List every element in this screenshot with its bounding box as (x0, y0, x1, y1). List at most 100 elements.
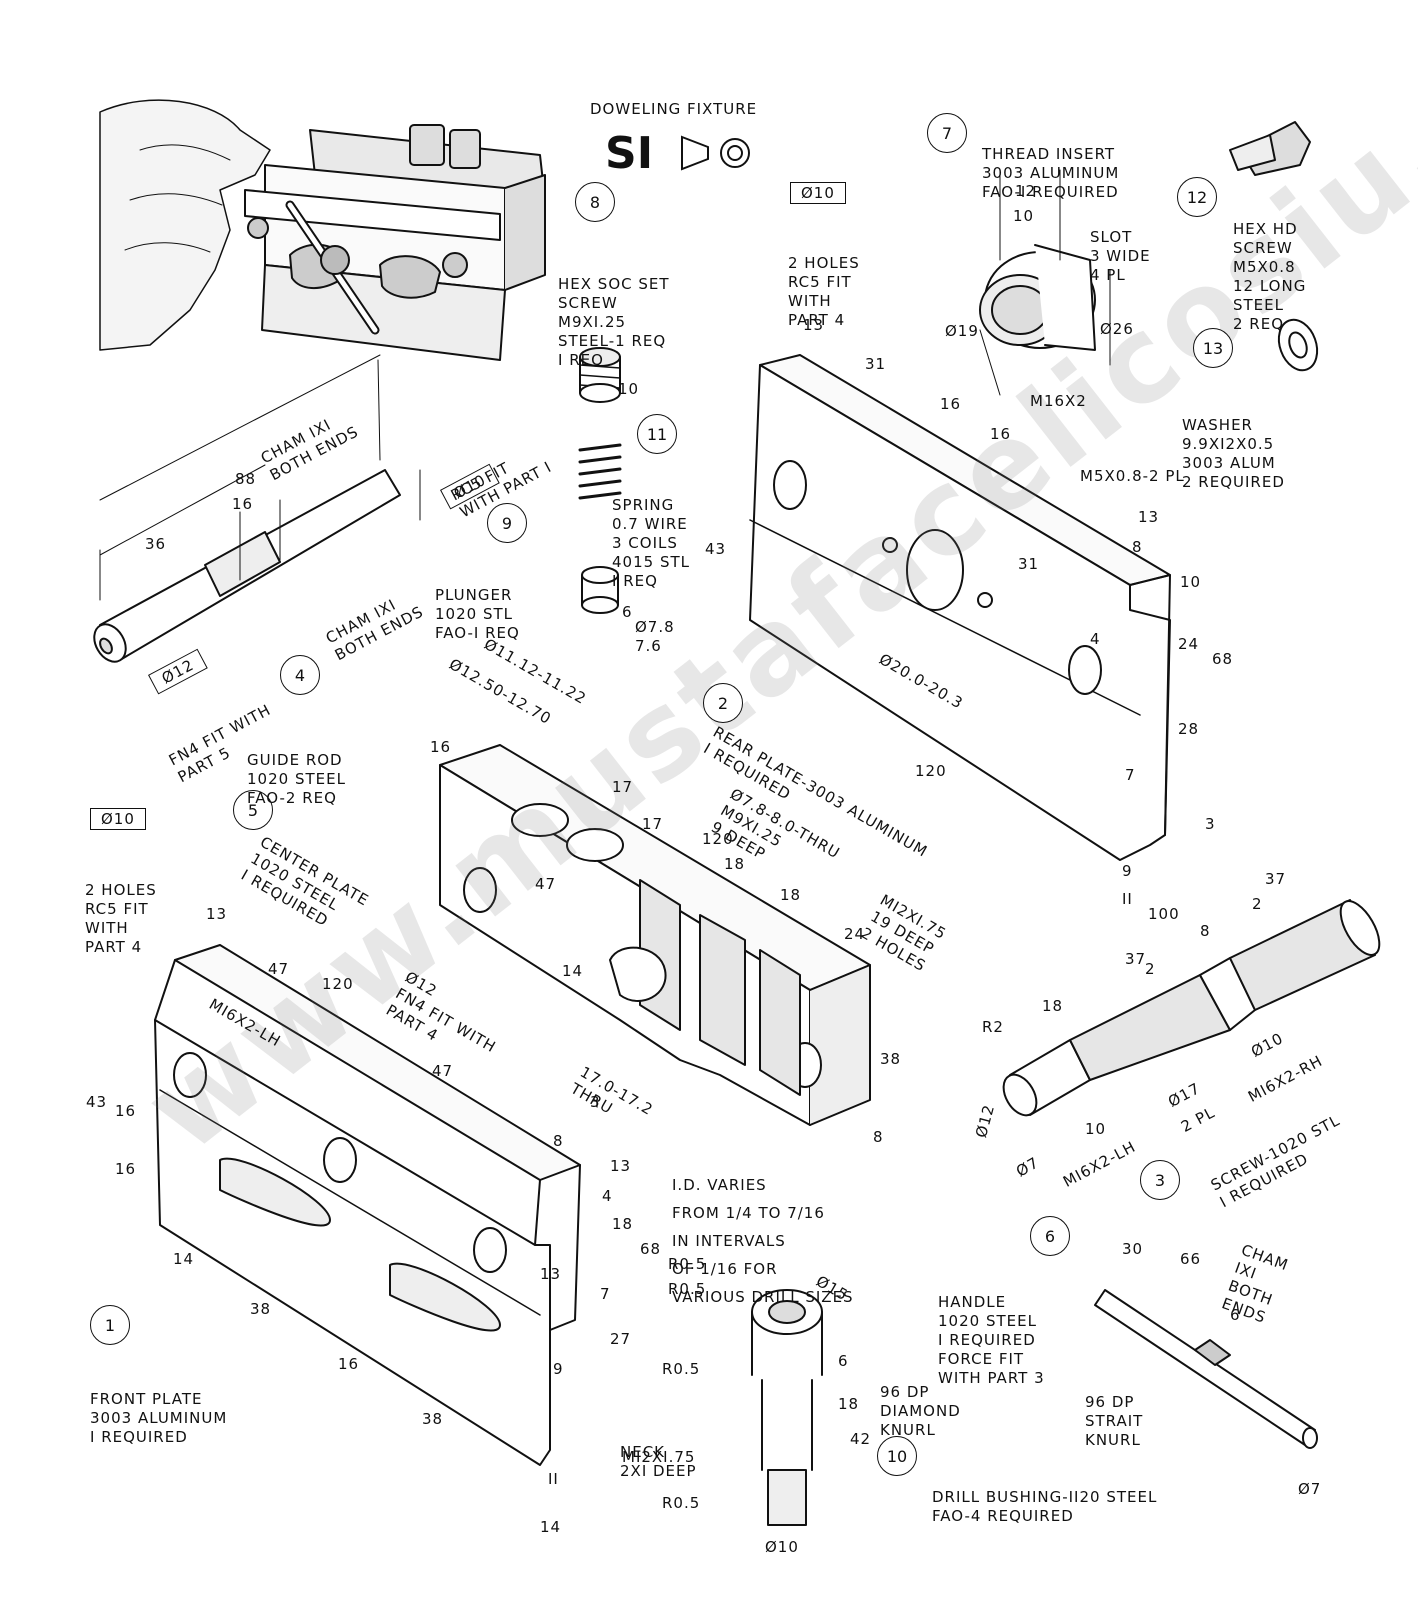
front-dimension: 68 (640, 1240, 662, 1258)
front-dimension: 13 (206, 905, 228, 923)
bushing-dimension: 18 (838, 1395, 860, 1413)
screw-dimension: 2 (1252, 895, 1263, 913)
rear-dimension: 120 (915, 762, 947, 780)
front-dimension: 14 (173, 1250, 195, 1268)
front-dimension: 8 (553, 1132, 564, 1150)
insert-thread-note: M16X2 (1030, 392, 1087, 410)
rear-dimension: 13 (803, 316, 825, 334)
washer-drawing (1277, 318, 1319, 372)
rear-dimension: 31 (865, 355, 887, 373)
rear-dimension: 68 (1212, 650, 1234, 668)
rear-dimension: 3 (1205, 815, 1216, 833)
front-dimension: 47 (432, 1062, 454, 1080)
rear-dimension: 43 (705, 540, 727, 558)
front-dimension: 4 (602, 1187, 613, 1205)
part-number-7: 7 (927, 113, 967, 153)
front-dimension: 14 (540, 1518, 562, 1536)
front-dimension: 38 (422, 1410, 444, 1428)
rod-dimension: 36 (145, 535, 167, 553)
part-number-9: 9 (487, 503, 527, 543)
hex-screw-drawing (1229, 121, 1311, 176)
bushing-radius-2: R0.5 (668, 1280, 707, 1298)
screw-dimension: 10 (1085, 1120, 1107, 1138)
front-dimension: 43 (86, 1093, 108, 1111)
screw-dimension: 37 (1125, 950, 1147, 968)
thread-insert-drawing (979, 169, 1111, 396)
bushing-thread-note: MI2XI.75 (622, 1448, 696, 1466)
plunger-length: 6 (622, 603, 633, 621)
screw-dimension: 18 (1042, 997, 1064, 1015)
guide-rod-drawing (93, 354, 421, 663)
rear-dimension: 24 (1178, 635, 1200, 653)
center-dimension: 18 (780, 886, 802, 904)
front-dimension: 13 (610, 1157, 632, 1175)
bushing-bore-diameter: Ø10 (765, 1538, 799, 1556)
part-number-4: 4 (280, 655, 320, 695)
insert-dimension: Ø19 (945, 322, 979, 340)
rear-plate-drawing (749, 354, 1171, 861)
part-number-2: 2 (703, 683, 743, 723)
spring-drawing (578, 443, 622, 500)
screw-dimension: 100 (1148, 905, 1180, 923)
drill-bushing-drawing (751, 1289, 823, 1526)
center-dimension: 24 (844, 925, 866, 943)
rear-screw-thread-note: M5X0.8-2 PL (1080, 467, 1185, 485)
front-dimension: 7 (600, 1285, 611, 1303)
rod-dimension: 88 (235, 470, 257, 488)
rear-dimension: 7 (1125, 766, 1136, 784)
center-plate-drawing (439, 744, 871, 1126)
handle-diameter: Ø7 (1298, 1480, 1322, 1498)
rear-hole-size-box: Ø10 (790, 182, 846, 204)
bushing-radius-1: R0.5 (668, 1255, 707, 1273)
handle-dimension: 30 (1122, 1240, 1144, 1258)
screw-radius: R2 (982, 1018, 1004, 1036)
front-dimension: 3 (590, 1093, 601, 1111)
handle-dimension: 6 (1230, 1306, 1241, 1324)
screw-drawing (1002, 899, 1381, 1117)
front-dimension: 47 (268, 960, 290, 978)
rear-dimension: 10 (1180, 573, 1202, 591)
set-screw-length: 10 (618, 380, 640, 398)
part-number-12: 12 (1177, 177, 1217, 217)
rear-dimension: II (1122, 890, 1133, 908)
center-dimension: 17 (612, 778, 634, 796)
si-mark: SI (605, 128, 654, 179)
bushing-dimension: 6 (838, 1352, 849, 1370)
part-number-8: 8 (575, 182, 615, 222)
screw-dimension: 2 (1145, 960, 1156, 978)
plunger-drawing (581, 566, 619, 614)
front-hole-size-box: Ø10 (90, 808, 146, 830)
part-number-3: 3 (1140, 1160, 1180, 1200)
rear-dimension: 4 (1090, 630, 1101, 648)
part-number-5: 5 (233, 790, 273, 830)
insert-dimension: 10 (1013, 207, 1035, 225)
screw-dimension: 8 (1200, 922, 1211, 940)
rear-dimension: 13 (1138, 508, 1160, 526)
center-dimension: 120 (702, 830, 734, 848)
bushing-radius-4: R0.5 (662, 1494, 701, 1512)
first-angle-projection-icon (681, 135, 750, 171)
insert-dimension: 12 (1015, 182, 1037, 200)
set-screw-drawing (579, 347, 621, 403)
handle-drawing (1094, 1289, 1318, 1449)
center-dimension: 14 (562, 962, 584, 980)
part-number-10: 10 (877, 1436, 917, 1476)
rod-dimension: 16 (232, 495, 254, 513)
center-dimension: 18 (724, 855, 746, 873)
rear-dimension: 16 (990, 425, 1012, 443)
